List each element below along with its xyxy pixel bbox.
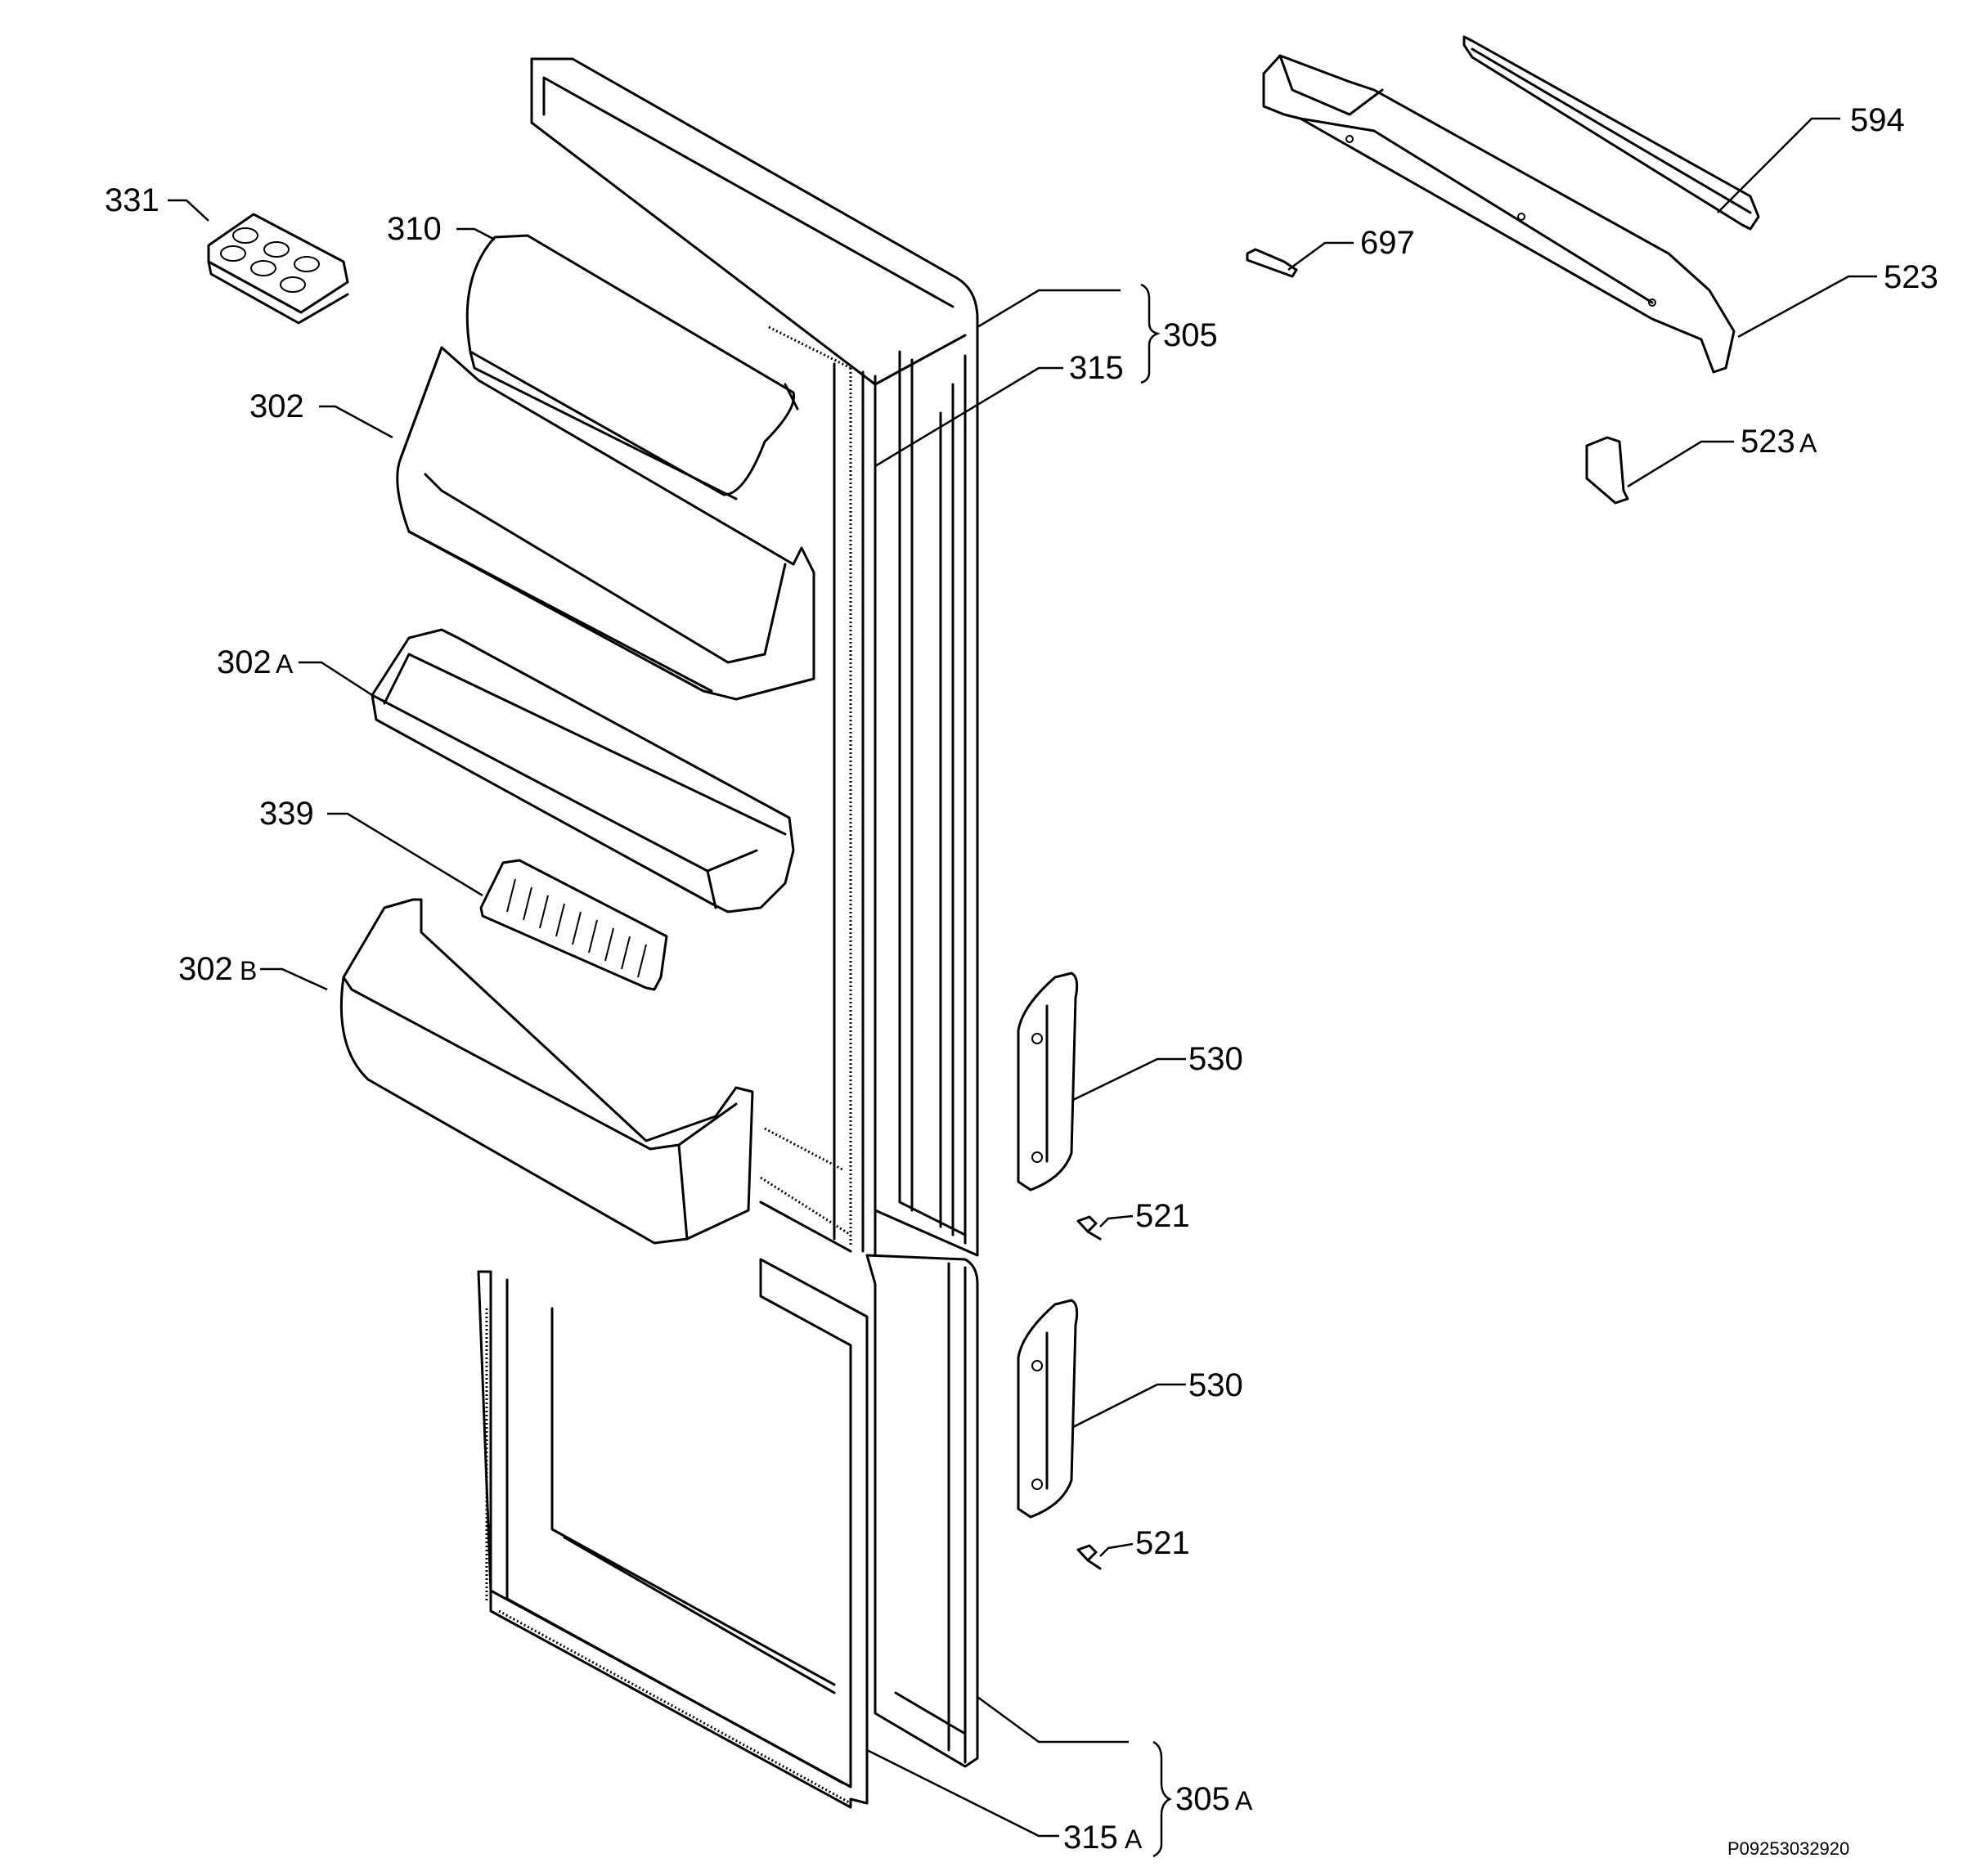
lower-door-305a bbox=[477, 1254, 979, 1809]
label-302a-suffix: A bbox=[276, 649, 294, 679]
egg-tray-331 bbox=[207, 213, 349, 325]
rack-339 bbox=[479, 859, 668, 991]
label-305: 305 bbox=[1163, 317, 1218, 353]
label-310: 310 bbox=[387, 211, 442, 247]
label-305a-suffix: A bbox=[1235, 1786, 1253, 1815]
drawing-code: P09253032920 bbox=[1727, 1838, 1849, 1859]
label-339: 339 bbox=[259, 796, 314, 832]
top-cover-523 bbox=[1262, 54, 1736, 374]
handle-530-top bbox=[1017, 972, 1079, 1192]
label-315a: 315 bbox=[1063, 1820, 1118, 1856]
brace-305a bbox=[1152, 1740, 1172, 1858]
cap-523a bbox=[1585, 436, 1629, 505]
dairy-lid-310 bbox=[465, 234, 799, 500]
bottle-shelf-302 bbox=[396, 346, 815, 701]
label-530-bottom: 530 bbox=[1188, 1367, 1243, 1403]
label-521-bottom: 521 bbox=[1135, 1525, 1190, 1561]
handle-530-bottom bbox=[1017, 1299, 1079, 1519]
brace-305 bbox=[1140, 283, 1161, 384]
shelf-302b bbox=[339, 898, 754, 1245]
label-523a-suffix: A bbox=[1799, 429, 1817, 458]
label-523: 523 bbox=[1884, 259, 1938, 295]
label-302a: 302 bbox=[217, 644, 272, 680]
label-305a: 305 bbox=[1175, 1781, 1230, 1817]
label-302: 302 bbox=[249, 388, 304, 424]
screw-521-bottom bbox=[1076, 1544, 1102, 1570]
label-530-top: 530 bbox=[1188, 1041, 1243, 1077]
label-302b: 302 bbox=[178, 951, 233, 987]
label-523a: 523 bbox=[1741, 424, 1795, 460]
label-302b-suffix: B bbox=[240, 956, 257, 985]
label-521-top: 521 bbox=[1135, 1198, 1190, 1234]
shelf-302a bbox=[371, 628, 795, 913]
top-trim-594 bbox=[1462, 35, 1760, 231]
label-594: 594 bbox=[1850, 102, 1905, 138]
screw-521-top bbox=[1076, 1215, 1102, 1241]
clip-697 bbox=[1246, 248, 1298, 278]
label-331: 331 bbox=[105, 182, 159, 218]
label-315: 315 bbox=[1069, 350, 1124, 386]
label-697: 697 bbox=[1360, 225, 1415, 261]
label-315a-suffix: A bbox=[1125, 1824, 1143, 1854]
upper-door-305 bbox=[530, 57, 979, 1257]
leader-lines bbox=[168, 117, 1877, 1838]
